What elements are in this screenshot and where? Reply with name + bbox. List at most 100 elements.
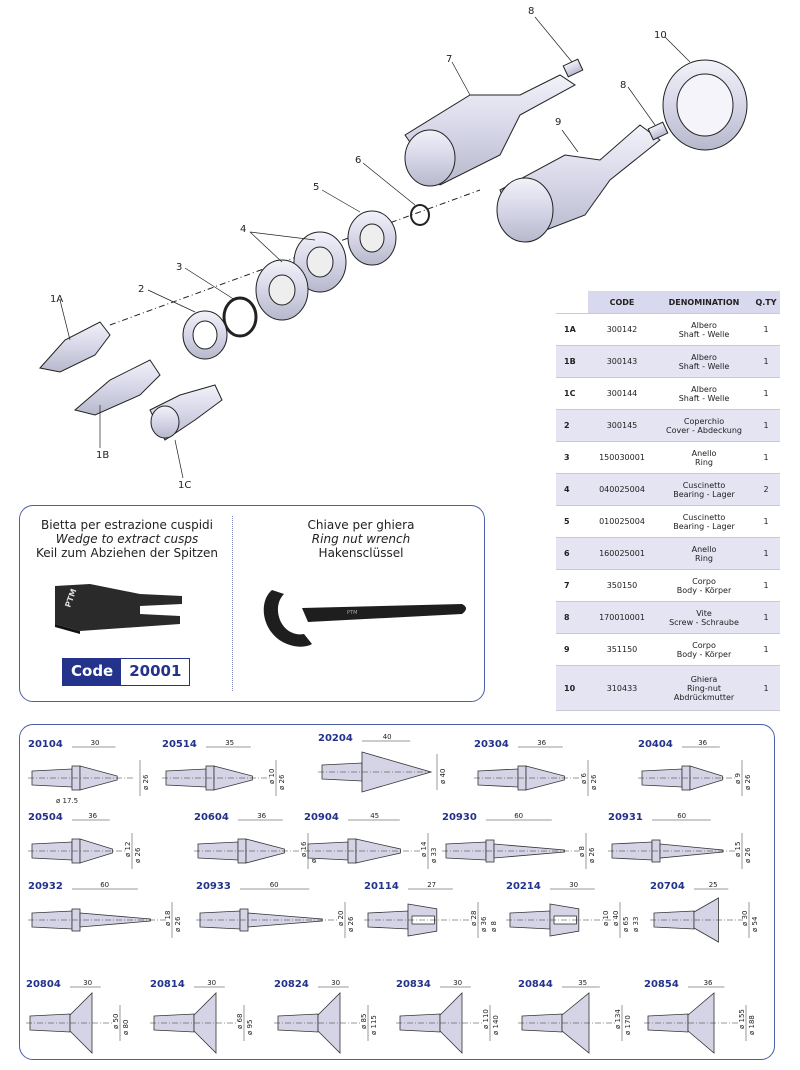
table-header-row: CODE DENOMINATION Q.TY	[556, 291, 780, 314]
tip-drawing: 60ø 26ø 8	[442, 812, 596, 869]
denomination-line: Albero	[691, 384, 717, 394]
tip-drawing: 60ø 26ø 15	[608, 812, 752, 869]
table-cell-pos: 7	[556, 569, 588, 602]
denomination-line: Albero	[691, 320, 717, 330]
tip-diameter-label: ø 40	[439, 769, 447, 784]
tip-code: 20854	[644, 979, 679, 990]
tip-drawing: 40 ø 40	[318, 733, 447, 793]
table-cell-qty: 1	[752, 409, 780, 442]
tip-diameter-label: ø 33	[632, 917, 640, 932]
tip-drawing: 45ø 33ø 14	[304, 812, 438, 869]
denomination-line: Abdrückmutter	[673, 692, 735, 702]
denomination-line: Bearing - Lager	[673, 521, 735, 531]
tip-length-label: 35	[578, 979, 587, 987]
callout-1c: 1C	[178, 480, 191, 491]
tip-code: 20114	[364, 881, 399, 892]
callout-7: 7	[446, 54, 452, 65]
wedge-tool-image: PTM	[55, 584, 182, 634]
table-cell-pos: 3	[556, 441, 588, 474]
screw-8a	[562, 58, 584, 78]
denomination-line: Vite	[696, 608, 712, 618]
tip-diameter-label: ø 155	[738, 1009, 746, 1029]
denomination-line: Cuscinetto	[682, 480, 726, 490]
denomination-line: Corpo	[692, 640, 716, 650]
tip-drawing: 36ø 26ø 12	[28, 812, 142, 869]
table-cell-qty: 1	[752, 505, 780, 538]
tip-diameter-label: ø 95	[246, 1020, 254, 1035]
tip-diameter-label: ø 36	[480, 916, 488, 932]
tip-diameter-label: ø 26	[142, 774, 150, 790]
tip-diameter-label: ø 30	[741, 911, 749, 926]
bearing-4a-bore	[306, 246, 334, 278]
tip-length-label: 45	[370, 812, 379, 820]
denomination-line: Cuscinetto	[682, 512, 726, 522]
tip-diameter-label: ø 16	[300, 841, 308, 857]
tip-length-label: 35	[225, 739, 234, 747]
denomination-line: Albero	[691, 352, 717, 362]
denomination-line: Cover - Abdeckung	[666, 425, 742, 435]
tip-drawing: 25ø 54ø 30	[650, 881, 759, 943]
tip-diameter-label: ø 40	[612, 911, 620, 926]
denomination-line: Shaft - Welle	[678, 361, 730, 371]
tip-diameter-label: ø 26	[278, 774, 286, 790]
accessories-divider	[232, 516, 233, 691]
denomination-line: Body - Körper	[676, 649, 732, 659]
wrench-tool-image: PTM	[263, 590, 466, 647]
denomination-line: Coperchio	[683, 416, 725, 426]
table-cell-pos: 8	[556, 601, 588, 634]
tip-length-label: 25	[709, 881, 718, 889]
table-cell-qty: 1	[752, 601, 780, 634]
tip-diameter-label: ø 8	[578, 846, 586, 857]
tip-length-label: 40	[383, 733, 392, 741]
table-cell-pos: 1C	[556, 377, 588, 410]
callout-8b: 8	[620, 80, 626, 91]
tip-diameter-label: ø 85	[360, 1014, 368, 1029]
tip-diameter-label: ø 8	[490, 921, 498, 932]
table-cell-code: 010025004	[588, 505, 656, 538]
table-cell-pos: 1A	[556, 313, 588, 346]
tip-length-label: 60	[514, 812, 523, 820]
bearing-4b-bore	[268, 274, 296, 306]
code-value: 20001	[121, 659, 190, 685]
callout-8a: 8	[528, 6, 534, 17]
tip-code: 20304	[474, 739, 509, 750]
table-cell-pos: 10	[556, 665, 588, 711]
table-cell-pos: 6	[556, 537, 588, 570]
tip-drawing: 60ø 26ø 18	[28, 881, 182, 938]
denomination-line: Screw - Schraube	[669, 617, 739, 627]
tip-diameter-label: ø 33	[430, 848, 438, 863]
tip-diameter-label: ø 26	[174, 916, 182, 932]
table-cell-qty: 1	[752, 345, 780, 378]
tip-diameter-label: ø 110	[482, 1009, 490, 1029]
table-cell-pos: 4	[556, 473, 588, 506]
wedge-caption-en: Wedge to extract cusps	[55, 532, 199, 546]
callout-4: 4	[240, 224, 246, 235]
callout-1a: 1A	[50, 294, 63, 305]
ring-3	[222, 296, 258, 338]
tip-diameter-label: ø 140	[492, 1015, 500, 1035]
tip-drawing: 30ø 95ø 68	[150, 979, 254, 1054]
table-cell-qty: 1	[752, 441, 780, 474]
table-cell-code: 300145	[588, 409, 656, 442]
table-cell-qty: 1	[752, 633, 780, 666]
tip-length-label: 30	[91, 739, 100, 747]
tip-drawing: 27ø 36ø 28ø 8	[364, 881, 498, 938]
denomination-line: Ghiera	[690, 674, 718, 684]
tip-drawing: 30ø 26ø 17.5	[28, 739, 150, 805]
table-cell-pos: 1B	[556, 345, 588, 378]
